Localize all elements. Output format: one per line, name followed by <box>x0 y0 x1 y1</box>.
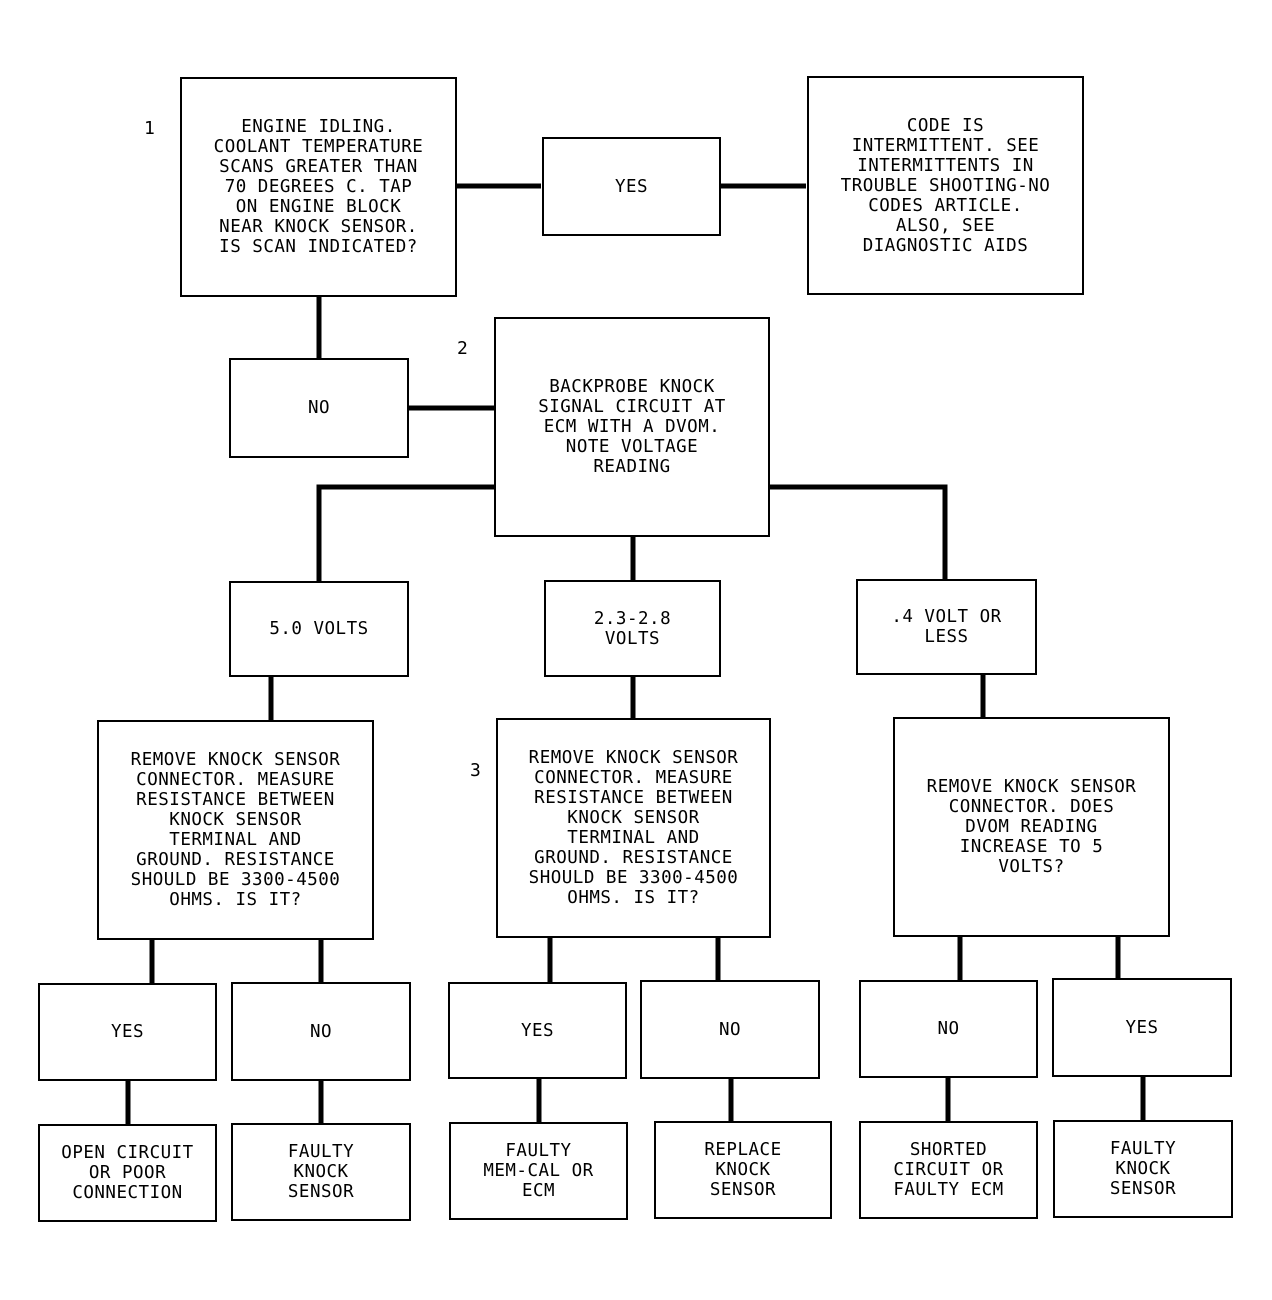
no-box-top: NO <box>229 358 409 458</box>
result-faulty-sensor-right-box: FAULTY KNOCK SENSOR <box>1053 1120 1233 1218</box>
result-replace-sensor-box: REPLACE KNOCK SENSOR <box>654 1121 832 1219</box>
voltage-5-box: 5.0 VOLTS <box>229 581 409 677</box>
result-faulty-sensor-left-box: FAULTY KNOCK SENSOR <box>231 1123 411 1221</box>
step-number-3: 3 <box>470 760 481 781</box>
yes-box-right: YES <box>1052 978 1232 1077</box>
no-box-right: NO <box>859 980 1038 1078</box>
no-box-mid: NO <box>640 980 820 1079</box>
step-number-2: 2 <box>457 338 468 359</box>
intermittent-box: CODE IS INTERMITTENT. SEE INTERMITTENTS … <box>807 76 1084 295</box>
no-box-left: NO <box>231 982 411 1081</box>
result-open-circuit-box: OPEN CIRCUIT OR POOR CONNECTION <box>38 1124 217 1222</box>
engine-idling-box: ENGINE IDLING. COOLANT TEMPERATURE SCANS… <box>180 77 457 297</box>
yes-box-mid: YES <box>448 982 627 1079</box>
result-faulty-memcal-box: FAULTY MEM-CAL OR ECM <box>449 1122 628 1220</box>
yes-box-top: YES <box>542 137 721 236</box>
measure-resistance-mid-box: REMOVE KNOCK SENSOR CONNECTOR. MEASURE R… <box>496 718 771 938</box>
remove-connector-right-box: REMOVE KNOCK SENSOR CONNECTOR. DOES DVOM… <box>893 717 1170 937</box>
step-number-1: 1 <box>144 118 155 139</box>
measure-resistance-left-box: REMOVE KNOCK SENSOR CONNECTOR. MEASURE R… <box>97 720 374 940</box>
voltage-mid-box: 2.3-2.8 VOLTS <box>544 580 721 677</box>
backprobe-box: BACKPROBE KNOCK SIGNAL CIRCUIT AT ECM WI… <box>494 317 770 537</box>
arrow-backprobe-to-5v <box>316 484 494 581</box>
result-shorted-circuit-box: SHORTED CIRCUIT OR FAULTY ECM <box>859 1121 1038 1219</box>
voltage-low-box: .4 VOLT OR LESS <box>856 579 1037 675</box>
arrow-backprobe-to-low <box>770 484 948 579</box>
yes-box-left: YES <box>38 983 217 1081</box>
